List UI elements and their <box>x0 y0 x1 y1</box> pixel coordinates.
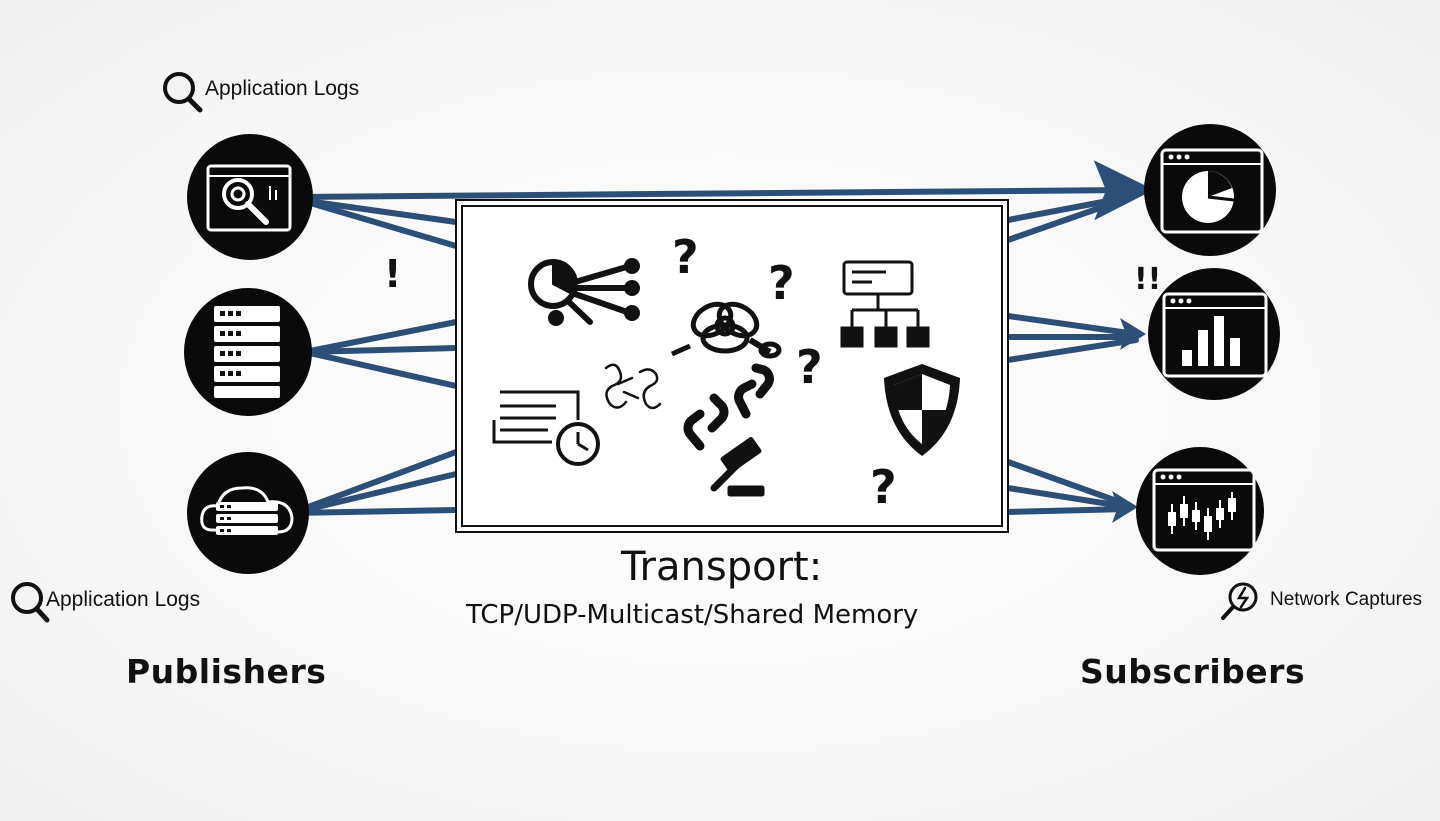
pie-chart-window-icon <box>1160 148 1264 234</box>
subscriber-arrowheads <box>1112 318 1146 523</box>
subscribers-heading: Subscribers <box>1080 652 1306 691</box>
cloud-server-icon <box>200 486 294 535</box>
subscriber-node-3[interactable] <box>1136 447 1264 575</box>
knot-link-icon <box>670 301 782 359</box>
broken-chain-icon <box>683 363 774 451</box>
question-mark: ? <box>796 340 823 394</box>
publishers-heading: Publishers <box>126 652 327 691</box>
question-mark: ? <box>672 230 699 284</box>
network-capture-icon <box>1221 582 1258 620</box>
bar-chart-window-icon <box>1162 292 1268 378</box>
transport-box <box>455 199 1009 533</box>
log-monitor-icon <box>206 164 292 232</box>
log-clock-icon <box>492 390 600 466</box>
search-icon <box>11 582 50 623</box>
publisher-node-2[interactable] <box>184 288 312 416</box>
publisher-top-log-label: Application Logs <box>205 77 360 100</box>
subscriber-node-1[interactable] <box>1144 124 1276 256</box>
alert-left: ! <box>384 252 402 296</box>
transport-subtitle: TCP/UDP-Multicast/Shared Memory <box>466 600 919 630</box>
analytics-magnifier-icon <box>528 258 640 326</box>
publisher-node-3[interactable] <box>187 452 309 574</box>
publisher-bottom-log-label: Application Logs <box>46 588 201 611</box>
alert-right: !! <box>1134 262 1162 297</box>
question-mark: ? <box>768 256 795 310</box>
shield-icon <box>884 364 960 456</box>
candlestick-window-icon <box>1152 468 1256 552</box>
subscriber-connections <box>1005 193 1139 515</box>
scribble-link-icon <box>604 363 662 410</box>
gavel-icon <box>710 437 765 497</box>
server-rack-icon <box>214 306 280 398</box>
search-icon <box>163 72 203 113</box>
top-direct-arrow <box>295 160 1154 221</box>
transport-title: Transport: <box>621 544 823 590</box>
hierarchy-icon <box>840 260 930 348</box>
publisher-node-1[interactable] <box>187 134 313 260</box>
subscriber-node-2[interactable] <box>1148 268 1280 400</box>
network-captures-label: Network Captures <box>1270 589 1423 610</box>
question-mark: ? <box>870 460 897 514</box>
publisher-connections <box>289 197 459 516</box>
